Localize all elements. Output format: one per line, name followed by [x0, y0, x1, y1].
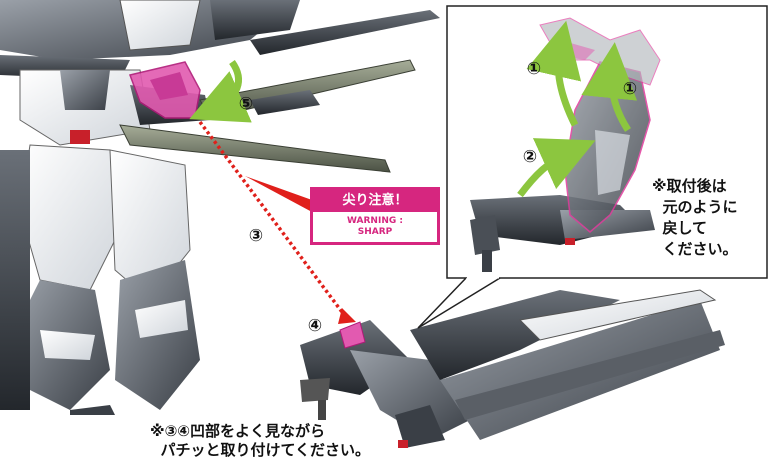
dotted-path-three	[198, 120, 350, 322]
arrow-one-left	[526, 20, 582, 127]
step-two-label: ②	[523, 147, 537, 167]
inset-instruction-note: ※取付後は 元のように 戻して ください。	[652, 177, 738, 258]
step-three-label: ③	[249, 226, 263, 246]
step-one-left-label: ①	[527, 59, 541, 79]
warning-subtitle: WARNING : SHARP	[347, 216, 403, 237]
warning-title: 尖り注意！	[313, 190, 437, 212]
step-one-right-label: ①	[623, 79, 637, 99]
sharp-warning-label: 尖り注意！ WARNING : SHARP	[310, 187, 440, 245]
step-five-label: ⑤	[239, 94, 253, 114]
inset-panel	[417, 5, 768, 329]
arrow-one-right	[581, 42, 638, 132]
arrow-five	[189, 59, 252, 123]
weapon-assembly-lower	[300, 289, 725, 448]
robot-figure	[0, 0, 440, 415]
bottom-instruction-note: ※③④凹部をよく見ながら パチッと取り付けてください。	[150, 422, 370, 459]
step-four-label: ④	[308, 316, 322, 336]
arrow-two	[517, 138, 596, 198]
highlight-part-lower	[339, 321, 366, 349]
